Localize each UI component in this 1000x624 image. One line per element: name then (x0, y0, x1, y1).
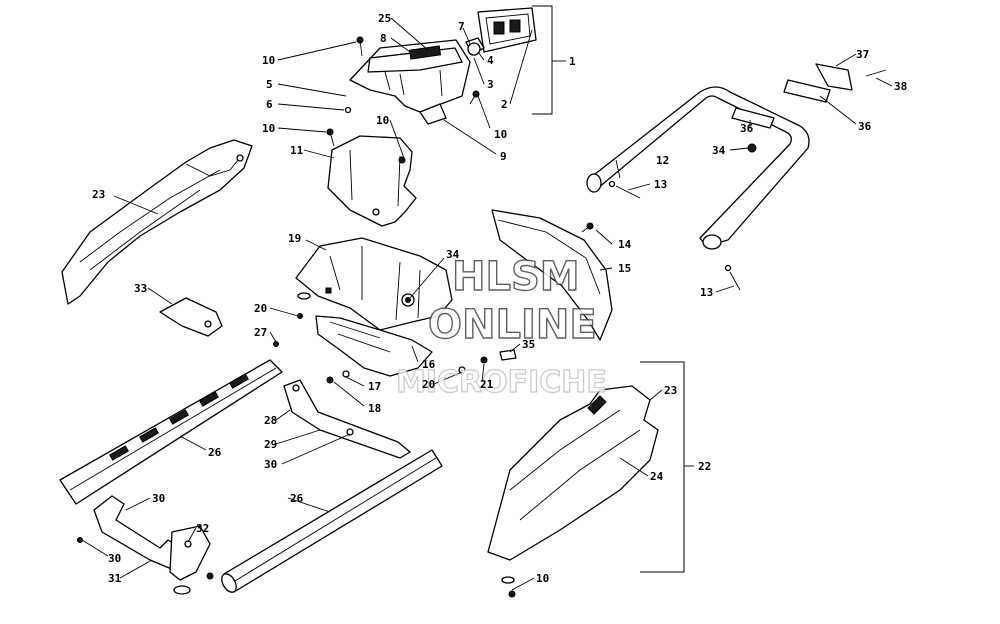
callout-6: 6 (266, 98, 273, 111)
callout-27: 27 (254, 326, 267, 339)
callout-2: 2 (501, 98, 508, 111)
small-hardware (273, 222, 594, 384)
mount-bracket-lower (77, 495, 214, 595)
callout-30-c: 30 (108, 552, 121, 565)
callout-18: 18 (368, 402, 381, 415)
callout-labels: 25 8 7 4 3 2 1 10 5 6 10 10 10 9 11 23 1… (92, 12, 907, 585)
callout-14: 14 (618, 238, 632, 251)
callout-26-b: 26 (290, 492, 304, 505)
callout-10-d: 10 (494, 128, 507, 141)
callout-20-b: 20 (422, 378, 435, 391)
callout-35: 35 (522, 338, 535, 351)
callout-34-b: 34 (712, 144, 726, 157)
callout-4: 4 (487, 54, 494, 67)
left-slide-rail (59, 359, 283, 505)
callout-7: 7 (458, 20, 465, 33)
callout-17: 17 (368, 380, 381, 393)
callout-5: 5 (266, 78, 273, 91)
callout-15: 15 (618, 262, 631, 275)
callout-31: 31 (108, 572, 122, 585)
callout-19: 19 (288, 232, 301, 245)
callout-38: 38 (894, 80, 907, 93)
callout-13-b: 13 (700, 286, 713, 299)
callout-10-c: 10 (376, 114, 389, 127)
callout-21: 21 (480, 378, 494, 391)
callout-26-a: 26 (208, 446, 222, 459)
callout-11: 11 (290, 144, 304, 157)
mount-bracket-upper (283, 379, 411, 459)
callout-8: 8 (380, 32, 387, 45)
tail-cover (349, 39, 471, 125)
left-side-rail (61, 139, 253, 305)
side-panel-16 (315, 315, 433, 377)
taillight-assembly (465, 7, 537, 56)
right-side-panel (487, 385, 659, 598)
rear-fender (491, 209, 613, 341)
callout-10-b: 10 (262, 122, 275, 135)
callout-28: 28 (264, 414, 277, 427)
callout-30-a: 30 (264, 458, 277, 471)
callout-37: 37 (856, 48, 869, 61)
grab-bar (586, 86, 810, 250)
callout-10-e: 10 (536, 572, 549, 585)
rear-tunnel-assembly (295, 237, 453, 331)
callout-23-a: 23 (92, 188, 105, 201)
callout-20-a: 20 (254, 302, 267, 315)
watermark: HLSM ONLINE MICROFICHE (395, 253, 607, 400)
callout-30-b: 30 (152, 492, 165, 505)
callout-3: 3 (487, 78, 494, 91)
callout-12: 12 (656, 154, 669, 167)
callout-36-b: 36 (858, 120, 872, 133)
callout-22: 22 (698, 460, 711, 473)
callout-25: 25 (378, 12, 391, 25)
watermark-line1: HLSM (452, 254, 580, 300)
callout-33: 33 (134, 282, 147, 295)
watermark-line3: MICROFICHE (396, 365, 607, 400)
callout-24: 24 (650, 470, 664, 483)
callout-9: 9 (500, 150, 507, 163)
callout-29: 29 (264, 438, 277, 451)
callout-16: 16 (422, 358, 436, 371)
leader-lines (81, 5, 893, 591)
callout-36-a: 36 (740, 122, 754, 135)
callout-23-b: 23 (664, 384, 677, 397)
flap-bracket (327, 135, 417, 227)
callout-13-a: 13 (654, 178, 667, 191)
callout-1: 1 (569, 55, 576, 68)
end-cap (159, 297, 223, 337)
callout-32: 32 (196, 522, 209, 535)
grab-bar-pins (608, 180, 741, 291)
right-slide-rail (221, 449, 443, 593)
bolts-top (326, 36, 480, 147)
callout-10-a: 10 (262, 54, 275, 67)
grab-bar-brackets (731, 63, 887, 153)
watermark-line2: ONLINE (428, 302, 597, 348)
callout-34-a: 34 (446, 248, 460, 261)
